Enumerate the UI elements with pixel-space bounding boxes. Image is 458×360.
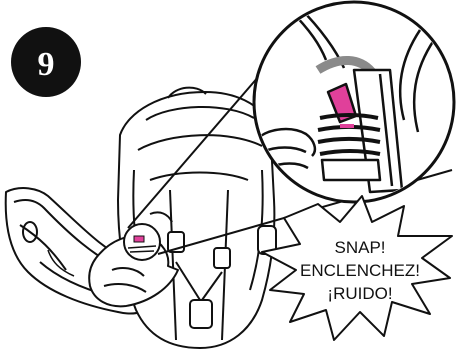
step-badge-circle — [11, 27, 81, 97]
step-badge: 9 — [11, 27, 81, 97]
zoom-source — [123, 223, 161, 261]
step-number: 9 — [38, 46, 55, 83]
starburst-shape — [261, 195, 453, 341]
callout-line-1: SNAP! — [334, 238, 385, 257]
carrier-seat — [117, 86, 277, 349]
zoom-detail — [252, 0, 456, 204]
snap-callout: SNAP! ENCLENCHEZ! ¡RUIDO! — [261, 195, 453, 341]
callout-line-3: ¡RUIDO! — [327, 284, 392, 303]
callout-line-2: ENCLENCHEZ! — [300, 261, 420, 280]
